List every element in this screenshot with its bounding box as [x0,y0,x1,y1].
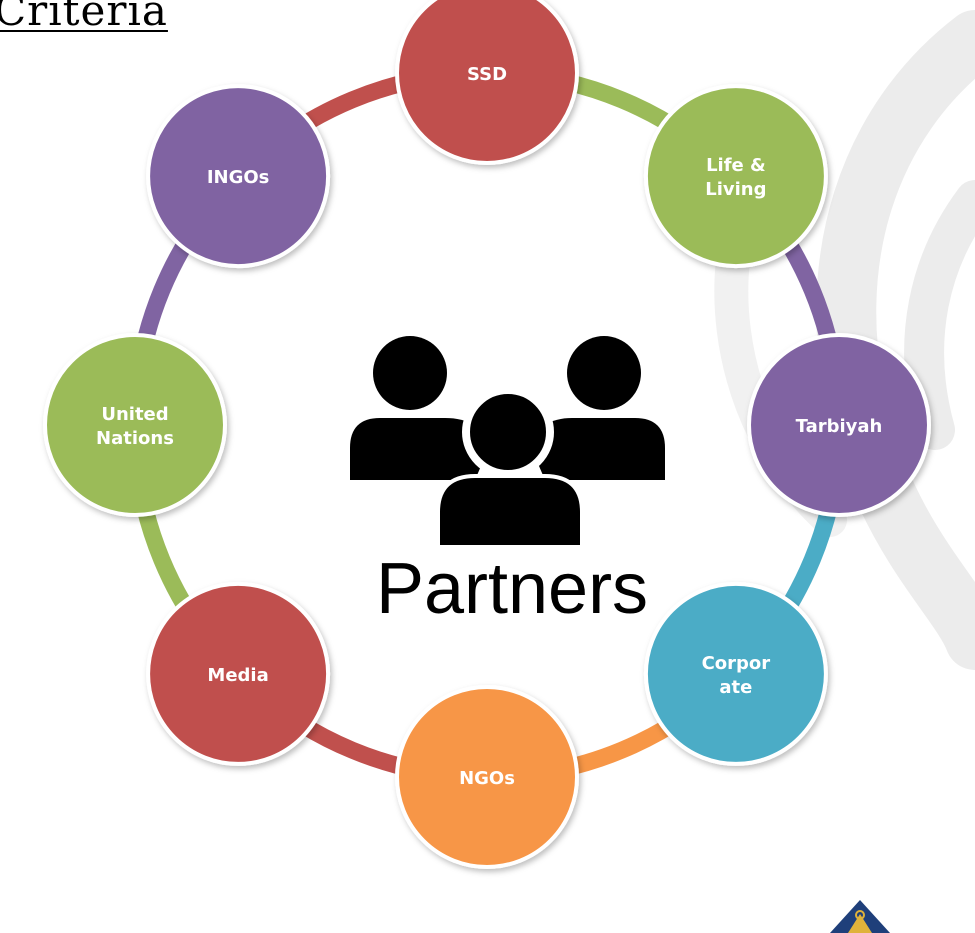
node-label-united-nations: United [101,404,168,425]
node-circle-united-nations [43,333,227,517]
node-circle-corporate [643,581,828,766]
node-circle-ingos [146,84,331,269]
node-label-ssd: SSD [467,64,507,85]
node-label-life-living: Living [705,179,766,200]
node-label-corporate: Corpor [702,653,771,674]
people-group-icon [350,336,665,549]
node-label-life-living: Life & [706,155,766,176]
node-circle-media [146,581,331,766]
node-circle-ssd [395,0,579,165]
node-tarbiyah: Tarbiyah [747,333,931,517]
node-ngos: NGOs [395,685,579,869]
node-label-corporate: ate [719,677,752,698]
node-ingos: INGOs [146,84,331,269]
node-circle-tarbiyah [747,333,931,517]
node-label-ingos: INGOs [207,167,270,188]
node-ssd: SSD [395,0,579,165]
node-circle-life-living [643,84,828,269]
page-title: Criteria [0,0,168,35]
node-circle-ngos [395,685,579,869]
node-label-united-nations: Nations [96,428,174,449]
node-label-ngos: NGOs [459,768,515,789]
node-media: Media [146,581,331,766]
node-life-living: Life & Living [643,84,828,269]
node-label-media: Media [207,665,268,686]
emblem-logo-icon [830,900,890,933]
center-label: Partners [376,549,648,629]
node-label-tarbiyah: Tarbiyah [796,416,883,437]
node-corporate: Corpor ate [643,581,828,766]
